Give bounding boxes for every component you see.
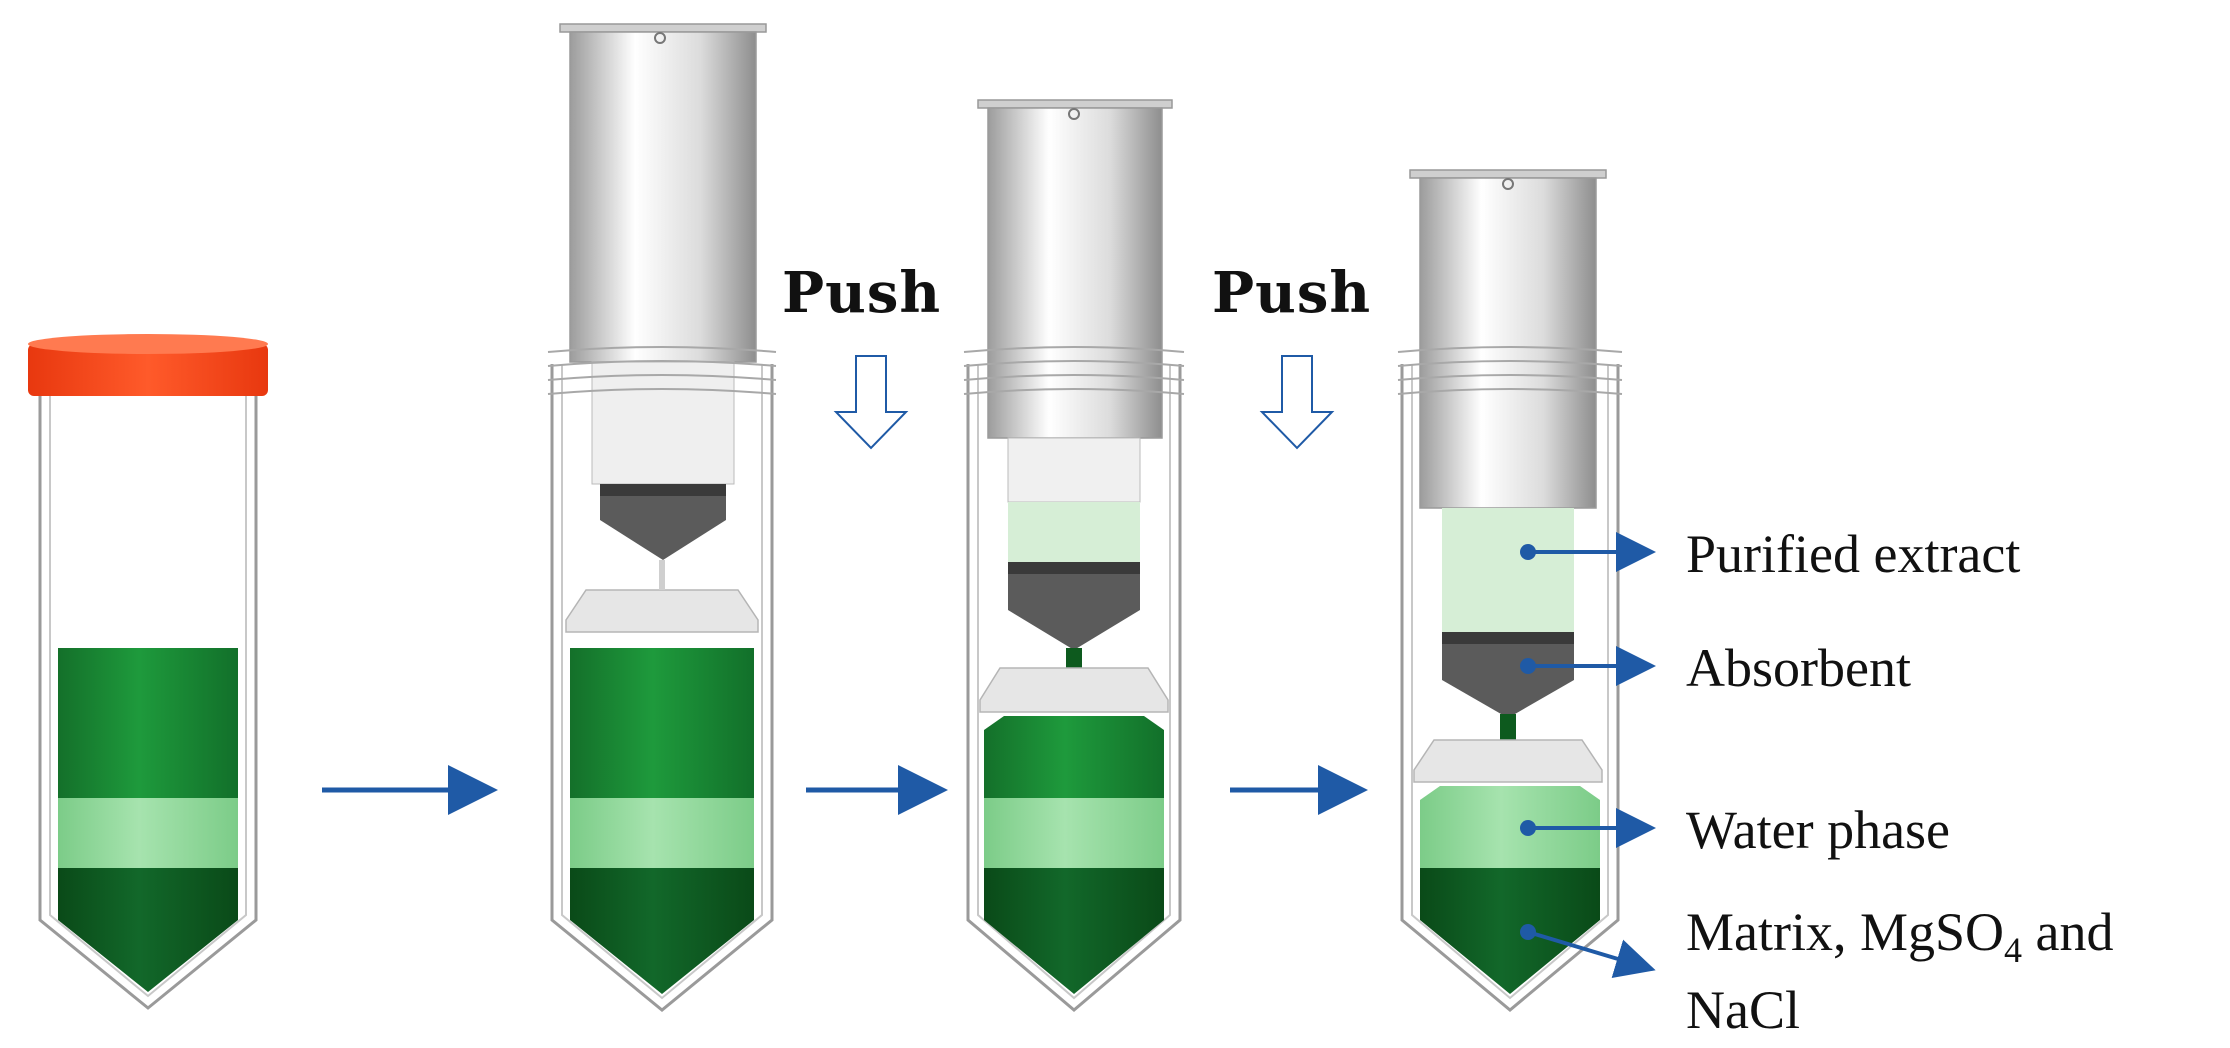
tube-4-plunger xyxy=(1409,169,1607,718)
callout-arrow-icon xyxy=(1527,930,1656,978)
tube-1 xyxy=(28,334,268,1010)
svg-text:Purified extract: Purified extract xyxy=(1686,524,2020,584)
tube-4 xyxy=(1397,169,1623,1012)
tube-1-matrix-layer xyxy=(58,868,238,992)
tube-3 xyxy=(963,99,1185,1012)
tube-2-threads xyxy=(547,346,777,395)
callout-matrix: Matrix, MgSO4 and NaCl xyxy=(1520,902,2113,1040)
svg-text:Water phase: Water phase xyxy=(1686,800,1950,860)
tube-3-purified xyxy=(1008,502,1140,562)
tube-4-sorbent xyxy=(1442,644,1574,718)
svg-text:Matrix, MgSO4 and: Matrix, MgSO4 and xyxy=(1686,902,2113,970)
push-label-2: Push xyxy=(1212,260,1371,326)
tube-1-green-layer xyxy=(58,648,238,798)
tube-4-purified xyxy=(1442,508,1574,632)
callout-absorbent: Absorbent xyxy=(1520,638,1911,698)
callout-purified-extract: Purified extract xyxy=(1520,524,2020,584)
callout-water-phase: Water phase xyxy=(1520,800,1950,860)
svg-text:NaCl: NaCl xyxy=(1686,980,1800,1040)
push-label-1: Push xyxy=(782,260,941,326)
tube-2 xyxy=(547,23,777,1012)
tube-2-sorbent xyxy=(600,484,726,560)
tube-cap-icon xyxy=(28,334,268,396)
tube-1-water-layer xyxy=(58,798,238,868)
tube-3-plunger xyxy=(977,99,1173,650)
push-down-arrow-icon xyxy=(1259,355,1335,450)
tube-3-sorbent xyxy=(1008,574,1140,650)
push-down-arrow-icon xyxy=(833,355,909,450)
tube-1-outline xyxy=(38,396,258,1010)
svg-text:Absorbent: Absorbent xyxy=(1686,638,1911,698)
tube-2-plunger xyxy=(559,23,767,560)
